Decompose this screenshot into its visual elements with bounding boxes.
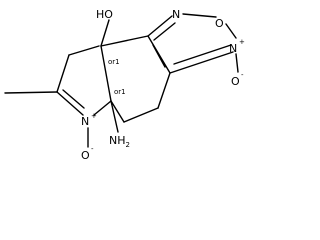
furoxan-o-label: O	[215, 17, 224, 30]
bond-o2-n3	[225, 23, 237, 39]
atom-labels: HO N O N + O - N + O - NH2	[81, 8, 245, 162]
bond-c8b-c3a	[147, 35, 171, 74]
stereo-labels: or1 or1	[108, 58, 126, 96]
bond-c8-c7	[56, 54, 70, 93]
amino-label: NH2	[109, 134, 130, 149]
bond-n3-c3a-double	[173, 44, 232, 65]
furoxan-n3-label: N	[229, 42, 237, 55]
bond-c7-n6	[56, 91, 84, 116]
amino-nh: NH	[109, 134, 126, 147]
n3-oxide-label: O	[231, 75, 240, 88]
bond-n3-c3a	[169, 51, 234, 74]
bond-n6-c5a	[93, 100, 112, 116]
pyrroline-oxide-label: O	[81, 149, 90, 162]
furoxan-n1-label: N	[172, 8, 180, 21]
amino-subscript: 2	[126, 141, 130, 149]
bond-c5a-c8a	[100, 45, 112, 102]
bond-c8a-oh	[100, 19, 110, 47]
bond-c8a-c8	[68, 45, 100, 56]
bond-c8b-n1	[147, 15, 173, 37]
bond-c5a-nh2	[110, 100, 119, 133]
molecule-svg: HO N O N + O - N + O - NH2 or1 or1	[4, 8, 245, 162]
stereo-label-bottom: or1	[114, 88, 126, 96]
pyrroline-n-charge: +	[91, 112, 97, 120]
bond-c8b-c3a-double	[152, 44, 166, 68]
n3-charge: +	[239, 38, 245, 46]
bond-c5-c5a	[110, 100, 125, 123]
bond-c4-c5	[123, 107, 159, 123]
bond-c7-n6-double	[62, 89, 85, 109]
bond-c8b-n1-double	[153, 22, 176, 41]
bond-n3-o	[235, 53, 239, 73]
pyrroline-n-label: N	[81, 115, 89, 128]
stereo-label-top: or1	[108, 58, 120, 66]
structure-canvas: HO N O N + O - N + O - NH2 or1 or1	[4, 8, 245, 162]
n3-oxide-charge: -	[241, 71, 244, 79]
bond-n1-o2	[182, 13, 217, 18]
bonds	[4, 13, 239, 148]
bond-c3a-c4	[157, 72, 171, 109]
bond-c7-methyl	[4, 91, 58, 94]
hydroxyl-label: HO	[96, 8, 113, 21]
pyrroline-oxide-charge: -	[91, 145, 94, 153]
bond-c8a-c8b	[100, 35, 149, 47]
